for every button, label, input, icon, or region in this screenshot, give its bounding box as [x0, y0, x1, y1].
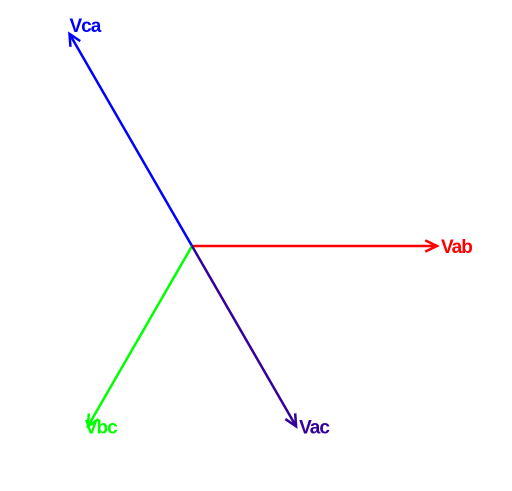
phasor-label-vca: Vca — [70, 16, 102, 37]
phasor-line-vbc — [86, 245, 194, 427]
phasor-arrowhead-vca — [68, 31, 81, 47]
phasor-line-vca — [68, 33, 194, 247]
phasor-vab: Vab — [192, 237, 473, 258]
phasor-line-vac — [190, 245, 298, 427]
phasor-vac: Vac — [190, 245, 331, 438]
phasor-vbc: Vbc — [85, 245, 194, 438]
phasor-arrowhead-vac — [284, 413, 298, 429]
phasor-label-vac: Vac — [299, 417, 330, 438]
phasor-arrowhead-vab — [424, 239, 440, 253]
phasor-label-vab: Vab — [441, 237, 472, 258]
phasor-label-vbc: Vbc — [85, 417, 118, 438]
phasor-vca: Vca — [68, 16, 194, 247]
phasor-arrowhead-vbc — [86, 413, 100, 429]
